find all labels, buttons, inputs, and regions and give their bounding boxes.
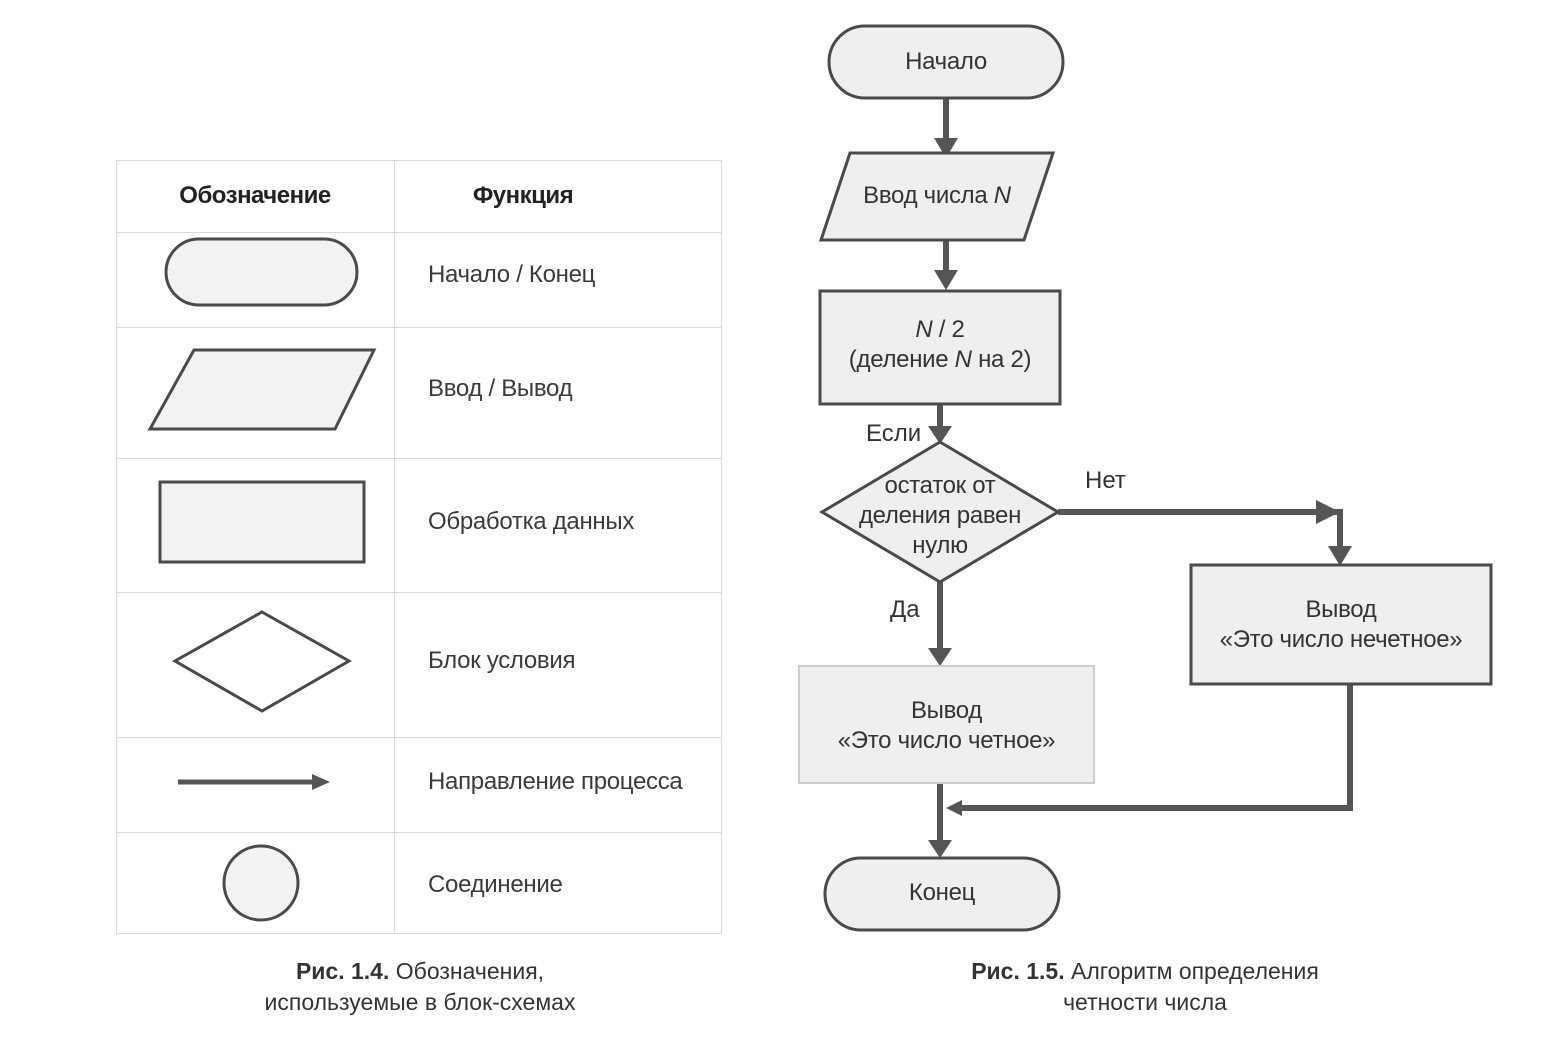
if-label: Если (866, 420, 922, 447)
decision-label-line3: нулю (912, 532, 968, 559)
legend-function-process: Обработка данных (428, 508, 635, 535)
legend-column-divider (394, 160, 395, 934)
decision-label-line2: деления равен (858, 502, 1022, 529)
legend-symbols (147, 237, 377, 922)
legend-row-divider (116, 458, 722, 459)
legend-function-decision: Блок условия (428, 647, 576, 674)
legend-table: Обозначение Функция Начало / Конец Ввод … (116, 160, 722, 934)
output-even-box (798, 665, 1095, 784)
process-label-line2a: (деление (848, 346, 955, 373)
circle-shape-icon (222, 844, 300, 922)
start-label: Начало (905, 48, 987, 75)
rectangle-shape-icon (158, 480, 366, 564)
decision-label-line1: остаток от (884, 472, 996, 499)
yes-label: Да (890, 596, 920, 623)
legend-caption: Рис. 1.4. Обозначения, используемые в бл… (170, 956, 670, 1018)
end-terminator (823, 856, 1061, 932)
input-label-prefix: Ввод числа (863, 182, 994, 209)
decision-diamond (819, 440, 1061, 584)
process-label-var: N (915, 316, 933, 343)
start-terminator (827, 24, 1065, 100)
end-label: Конец (908, 879, 976, 906)
legend-function-terminator: Начало / Конец (428, 261, 596, 288)
parallelogram-shape-icon (147, 348, 377, 431)
legend-frame (116, 160, 722, 934)
output-odd-label: Вывод «Это число нечетное» (1191, 595, 1491, 655)
flowchart-caption-line1: Алгоритм определения (1071, 958, 1319, 984)
legend-header-function: Функция (472, 182, 574, 209)
legend-caption-number: Рис. 1.4. (295, 958, 390, 984)
input-parallelogram (818, 151, 1056, 242)
input-label: Ввод числа N (821, 181, 1053, 211)
legend-row-divider (116, 232, 722, 233)
legend-caption-line2: используемые в блок-схемах (264, 989, 576, 1015)
flowchart-caption-line2: четности числа (1063, 989, 1227, 1015)
legend-row-divider (116, 832, 722, 833)
process-label-line2-var: N (954, 346, 972, 373)
process-label-rest: / 2 (932, 316, 965, 343)
legend-header-symbol: Обозначение (179, 182, 331, 209)
output-odd-line1: Вывод (1305, 596, 1377, 623)
output-odd-box (1189, 563, 1493, 686)
no-label: Нет (1085, 467, 1126, 494)
terminator-shape-icon (164, 237, 359, 307)
decision-label: остаток от деления равен нулю (830, 471, 1050, 561)
process-label: N / 2 (деление N на 2) (820, 315, 1060, 375)
process-box (818, 289, 1062, 406)
output-even-line1: Вывод (910, 697, 983, 724)
legend-caption-line1: Обозначения, (395, 958, 545, 984)
flowchart-caption: Рис. 1.5. Алгоритм определения четности … (895, 956, 1395, 1018)
legend-function-flow: Направление процесса (428, 768, 683, 795)
legend-function-io: Ввод / Вывод (428, 375, 573, 402)
legend-function-connector: Соединение (428, 871, 563, 898)
legend-row-divider (116, 592, 722, 593)
output-even-label: Вывод «Это число четное» (799, 696, 1094, 756)
legend-row-divider (116, 327, 722, 328)
flowchart-caption-number: Рис. 1.5. (971, 958, 1065, 984)
output-odd-line2: «Это число нечетное» (1219, 626, 1463, 653)
legend-row-divider (116, 737, 722, 738)
input-label-var: N (993, 182, 1011, 209)
output-even-line2: «Это число четное» (837, 727, 1056, 754)
diamond-shape-icon (171, 610, 353, 713)
process-label-line2b: на 2) (971, 346, 1032, 373)
